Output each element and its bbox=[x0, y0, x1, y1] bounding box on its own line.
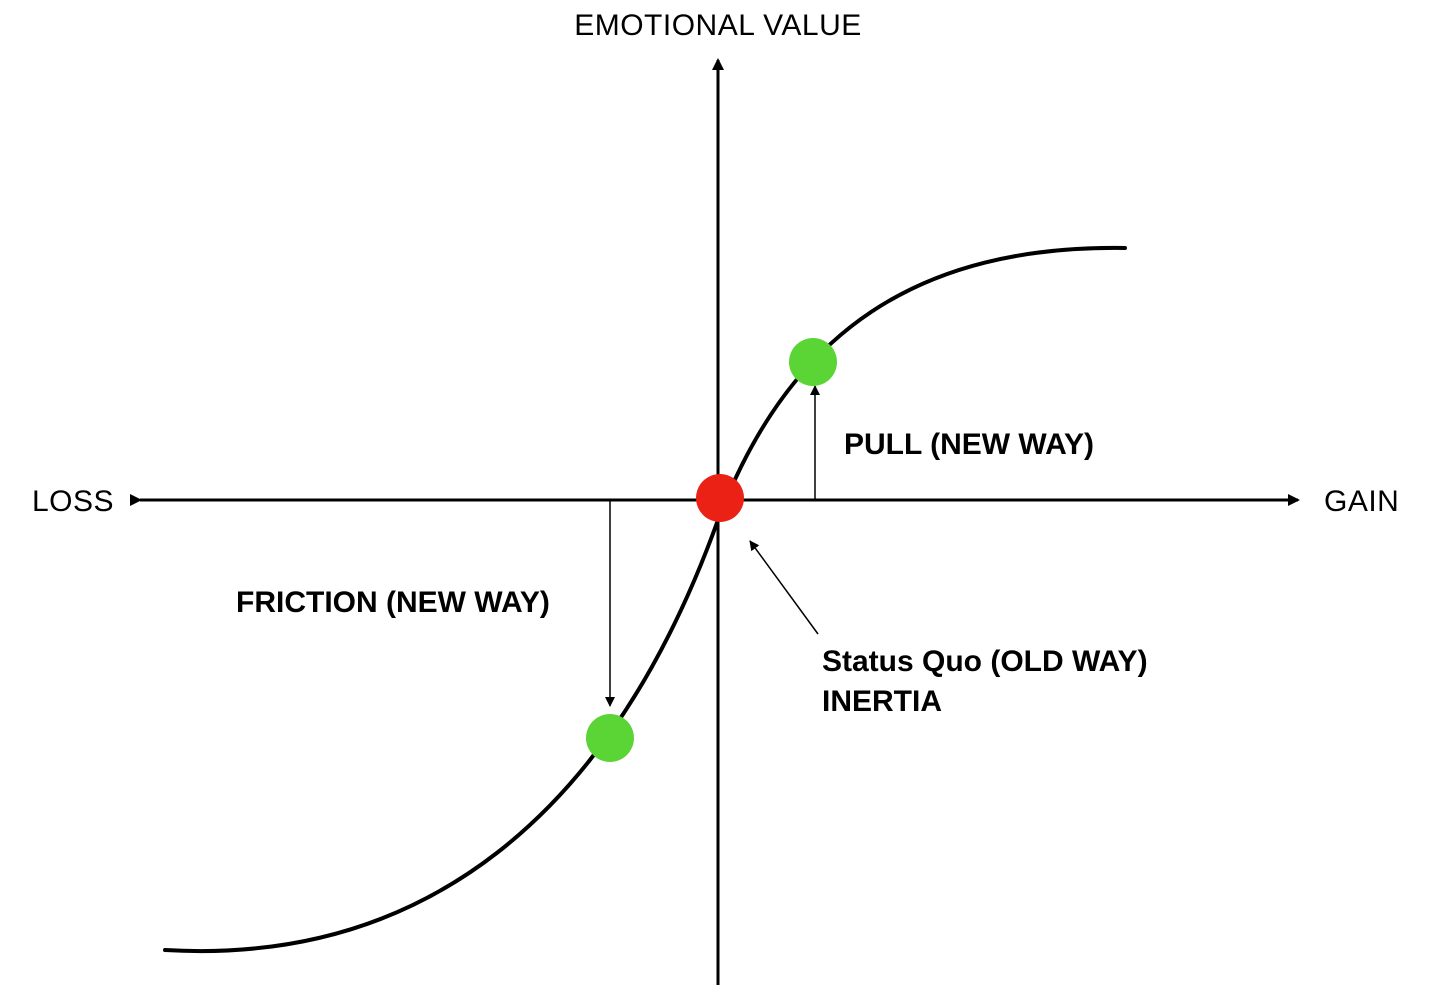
y-axis-label: EMOTIONAL VALUE bbox=[574, 9, 862, 42]
x-axis-right-label: GAIN bbox=[1324, 485, 1399, 518]
friction-point bbox=[586, 714, 634, 762]
friction-label: FRICTION (NEW WAY) bbox=[236, 586, 550, 619]
status-quo-point bbox=[696, 474, 744, 522]
inertia-label: INERTIA bbox=[822, 685, 942, 718]
status-quo-pointer-arrow bbox=[749, 540, 819, 635]
x-axis-left-label: LOSS bbox=[32, 485, 114, 518]
status-quo-label: Status Quo (OLD WAY) bbox=[822, 645, 1148, 678]
value-curve bbox=[163, 245, 1127, 953]
pull-label: PULL (NEW WAY) bbox=[844, 428, 1094, 461]
pull-point bbox=[789, 338, 837, 386]
